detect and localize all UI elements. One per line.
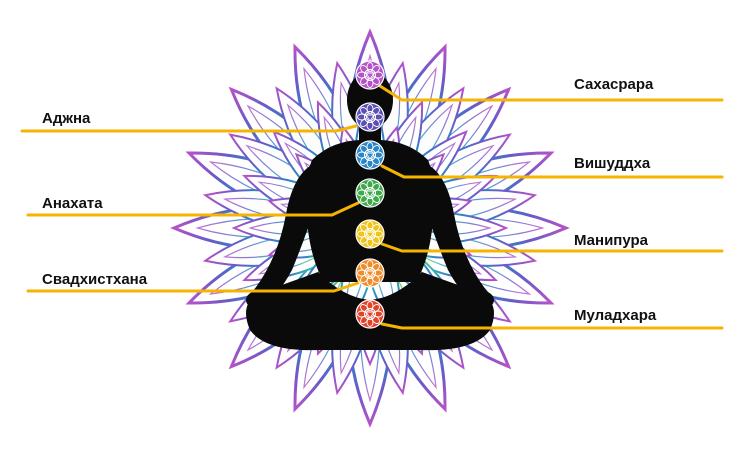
label-svadhisthana: Свадхистхана (42, 271, 148, 288)
six-petal-lotus-icon (355, 258, 385, 288)
connector-ajna (20, 124, 358, 133)
twelve-petal-lotus-icon (355, 178, 385, 208)
thousand-petal-lotus-icon (355, 60, 385, 90)
connector-anahata (26, 201, 360, 217)
connector-lines (20, 84, 724, 330)
connector-vishuddha (380, 164, 724, 179)
connector-manipura (380, 242, 724, 253)
label-sahasrara: Сахасрара (574, 76, 654, 93)
label-vishuddha: Вишуддха (574, 155, 651, 172)
two-petal-lotus-icon (355, 102, 385, 132)
connector-svadhisthana (26, 281, 360, 293)
connector-sahasrara (378, 84, 724, 102)
label-anahata: Анахата (42, 195, 103, 212)
sixteen-petal-lotus-icon (355, 140, 385, 170)
label-manipura: Манипура (574, 232, 649, 249)
chakra-symbols (355, 60, 385, 329)
four-petal-lotus-icon (355, 299, 385, 329)
ten-petal-lotus-icon (355, 219, 385, 249)
connector-muladhara (380, 322, 724, 330)
label-muladhara: Муладхара (574, 307, 657, 324)
label-ajna: Аджна (42, 110, 91, 127)
